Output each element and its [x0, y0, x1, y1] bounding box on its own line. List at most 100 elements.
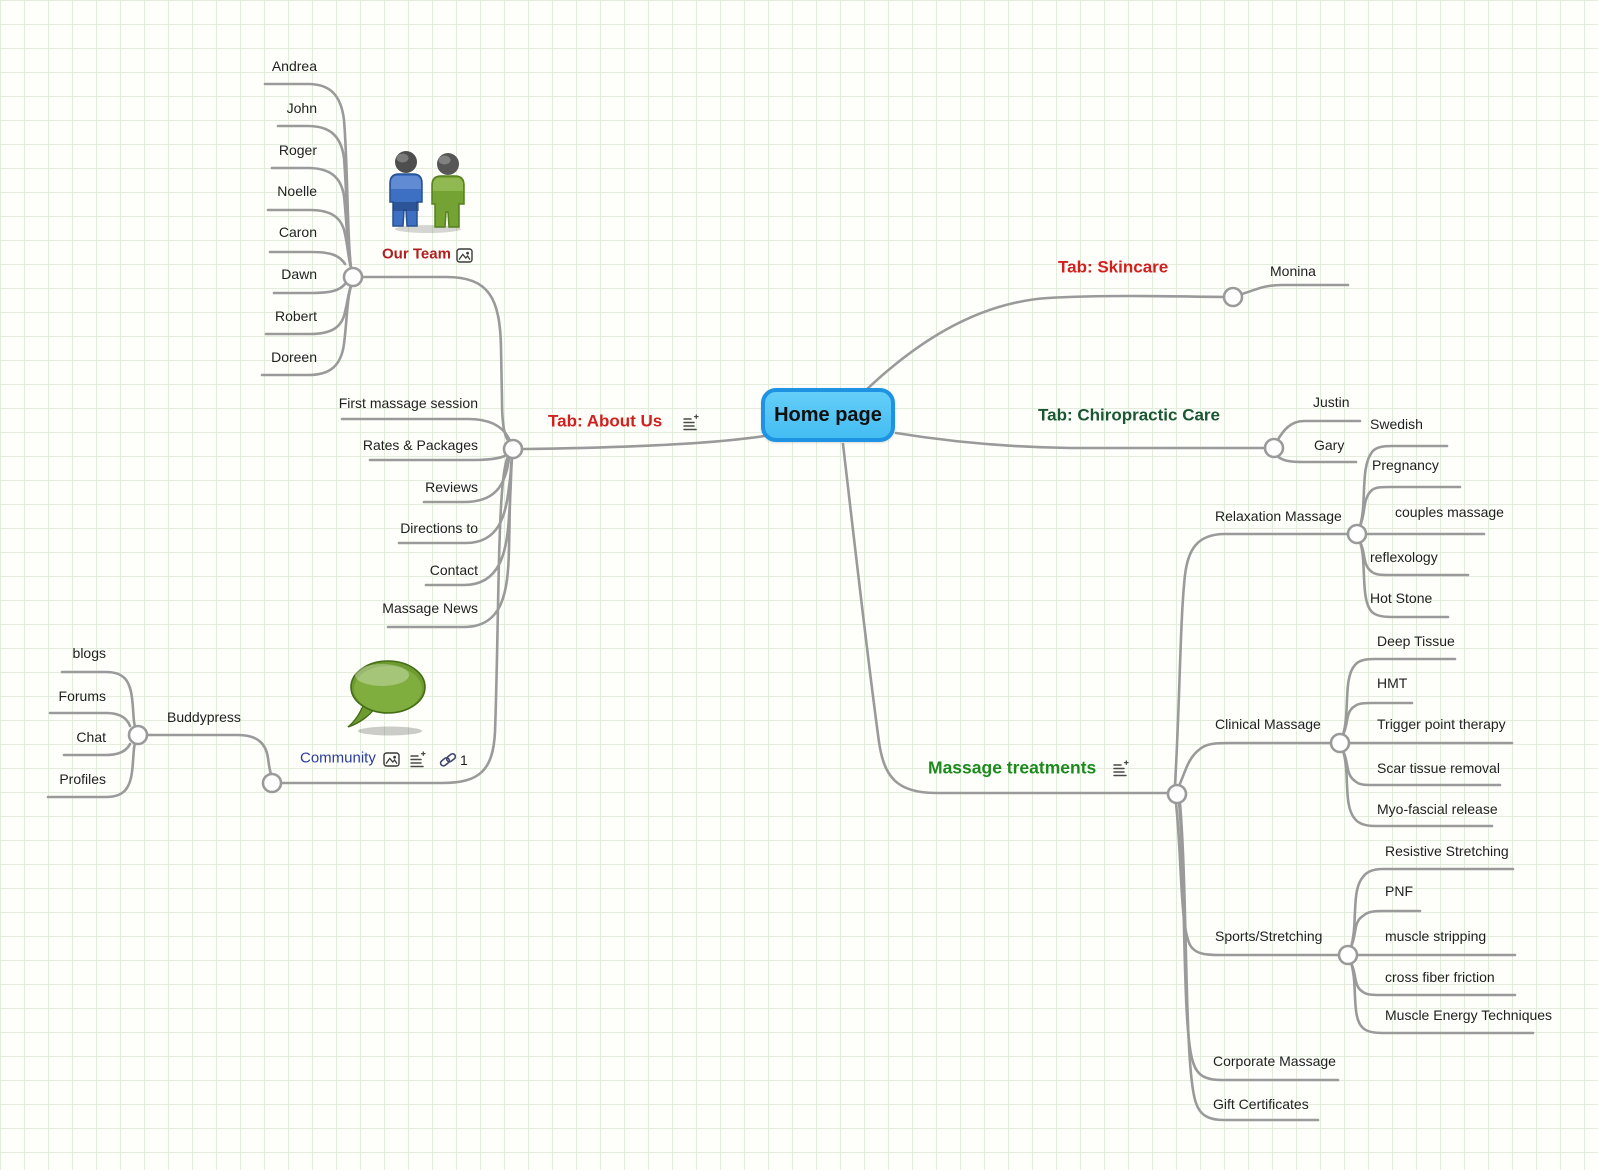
node-noelle[interactable]: Noelle [277, 183, 317, 199]
node-first-massage-session[interactable]: First massage session [338, 395, 478, 411]
node-chat[interactable]: Chat [76, 729, 106, 745]
edge-reviews [422, 457, 511, 504]
node-tab-chiropractic-care[interactable]: Tab: Chiropractic Care [1038, 405, 1221, 425]
node-blogs[interactable]: blogs [72, 645, 106, 661]
edge-hot-stone [1358, 540, 1450, 619]
node-pregnancy[interactable]: Pregnancy [1372, 457, 1439, 473]
node-muscle-energy-techniques[interactable]: Muscle Energy Techniques [1385, 1007, 1553, 1023]
node-corporate-massage[interactable]: Corporate Massage [1213, 1053, 1336, 1069]
edge-sports [1174, 801, 1341, 957]
node-forums[interactable]: Forums [58, 688, 106, 704]
hub-chiro[interactable] [1263, 437, 1285, 459]
node-hmt[interactable]: HMT [1377, 675, 1408, 691]
node-directions-to[interactable]: Directions to [400, 520, 478, 536]
node-scar-tissue-removal[interactable]: Scar tissue removal [1377, 760, 1500, 776]
node-myo-fascial-release[interactable]: Myo-fascial release [1377, 801, 1498, 817]
node-gary[interactable]: Gary [1314, 437, 1345, 453]
node-dawn[interactable]: Dawn [281, 266, 317, 282]
team-people-image[interactable] [386, 150, 472, 234]
edge-caron [268, 250, 347, 266]
edge-blogs [60, 670, 138, 730]
node-reviews[interactable]: Reviews [425, 479, 478, 495]
hub-clinical[interactable] [1329, 732, 1351, 754]
home-page-label: Home page [774, 403, 882, 426]
image-icon[interactable] [383, 752, 400, 767]
node-home-page[interactable]: Home page [761, 388, 895, 442]
node-buddypress[interactable]: Buddypress [167, 709, 241, 725]
node-muscle-stripping[interactable]: muscle stripping [1385, 928, 1487, 944]
node-tab-about-us[interactable]: Tab: About Us [548, 411, 663, 431]
edge-dawn [272, 282, 347, 295]
edge-buddypress [145, 733, 273, 776]
hub-about[interactable] [502, 438, 524, 460]
node-resistive-stretching[interactable]: Resistive Stretching [1385, 843, 1509, 859]
edge-deep-tissue [1341, 657, 1457, 737]
edge-relaxation [1173, 532, 1350, 787]
speech-bubble-image[interactable] [346, 658, 430, 738]
node-community[interactable]: Community [300, 749, 376, 767]
hub-community[interactable] [261, 772, 283, 794]
node-tab-skincare[interactable]: Tab: Skincare [1058, 257, 1169, 277]
node-sports-stretching[interactable]: Sports/Stretching [1215, 928, 1323, 944]
node-caron[interactable]: Caron [278, 224, 317, 240]
hub-buddypress[interactable] [127, 724, 149, 746]
edge-resistive [1349, 867, 1515, 949]
hub-skincare[interactable] [1222, 286, 1244, 308]
node-roger[interactable]: Roger [278, 142, 317, 158]
node-rates-packages[interactable]: Rates & Packages [362, 437, 478, 453]
hub-massage[interactable] [1166, 783, 1188, 805]
notes-plus-icon[interactable] [683, 414, 699, 431]
edge-clinical [1177, 741, 1333, 788]
edge-forums [48, 711, 132, 728]
image-icon[interactable] [456, 248, 473, 263]
node-massage-news[interactable]: Massage News [382, 600, 478, 616]
edge-home-massage [841, 442, 1170, 795]
node-hot-stone[interactable]: Hot Stone [1370, 590, 1433, 606]
edge-our-team [360, 275, 513, 446]
edge-news [386, 456, 514, 629]
edge-profiles [46, 740, 138, 799]
node-profiles[interactable]: Profiles [59, 771, 106, 787]
edge-noelle [266, 208, 353, 270]
edge-pnf [1349, 909, 1422, 949]
node-our-team[interactable]: Our Team [382, 245, 451, 263]
link-icon[interactable] [439, 752, 457, 768]
node-reflexology[interactable]: reflexology [1370, 549, 1438, 565]
link-count-badge: 1 [460, 752, 468, 768]
notes-plus-icon[interactable] [410, 751, 426, 768]
node-swedish[interactable]: Swedish [1370, 416, 1423, 432]
node-robert[interactable]: Robert [274, 308, 317, 324]
edge-gary [1275, 454, 1358, 464]
notes-plus-icon[interactable] [1113, 760, 1129, 777]
edge-first-session [340, 417, 512, 443]
node-justin[interactable]: Justin [1313, 394, 1350, 410]
node-clinical-massage[interactable]: Clinical Massage [1215, 716, 1321, 732]
edge-justin [1275, 419, 1362, 443]
edge-chat [62, 742, 132, 757]
edge-community [279, 448, 514, 785]
edge-doreen [260, 284, 353, 377]
node-monina[interactable]: Monina [1270, 263, 1316, 279]
node-trigger-point-therapy[interactable]: Trigger point therapy [1377, 716, 1506, 732]
node-andrea[interactable]: Andrea [271, 58, 317, 74]
node-pnf[interactable]: PNF [1385, 883, 1413, 899]
edge-home-skincare [862, 294, 1226, 394]
hub-sports[interactable] [1337, 944, 1359, 966]
node-deep-tissue[interactable]: Deep Tissue [1377, 633, 1455, 649]
edge-hmt [1341, 701, 1414, 737]
edge-home-chiro [894, 431, 1267, 450]
edge-monina [1240, 283, 1350, 296]
node-john[interactable]: John [286, 100, 317, 116]
node-gift-certificates[interactable]: Gift Certificates [1213, 1096, 1309, 1112]
node-cross-fiber-friction[interactable]: cross fiber friction [1385, 969, 1495, 985]
node-couples-massage[interactable]: couples massage [1395, 504, 1504, 520]
node-doreen[interactable]: Doreen [271, 349, 317, 365]
edge-rates [368, 451, 512, 462]
node-contact[interactable]: Contact [429, 562, 478, 578]
hub-relaxation[interactable] [1346, 523, 1368, 545]
node-massage-treatments[interactable]: Massage treatments [928, 757, 1097, 778]
edge-pregnancy [1358, 485, 1462, 528]
hub-our-team[interactable] [342, 266, 364, 288]
node-relaxation-massage[interactable]: Relaxation Massage [1215, 508, 1342, 524]
